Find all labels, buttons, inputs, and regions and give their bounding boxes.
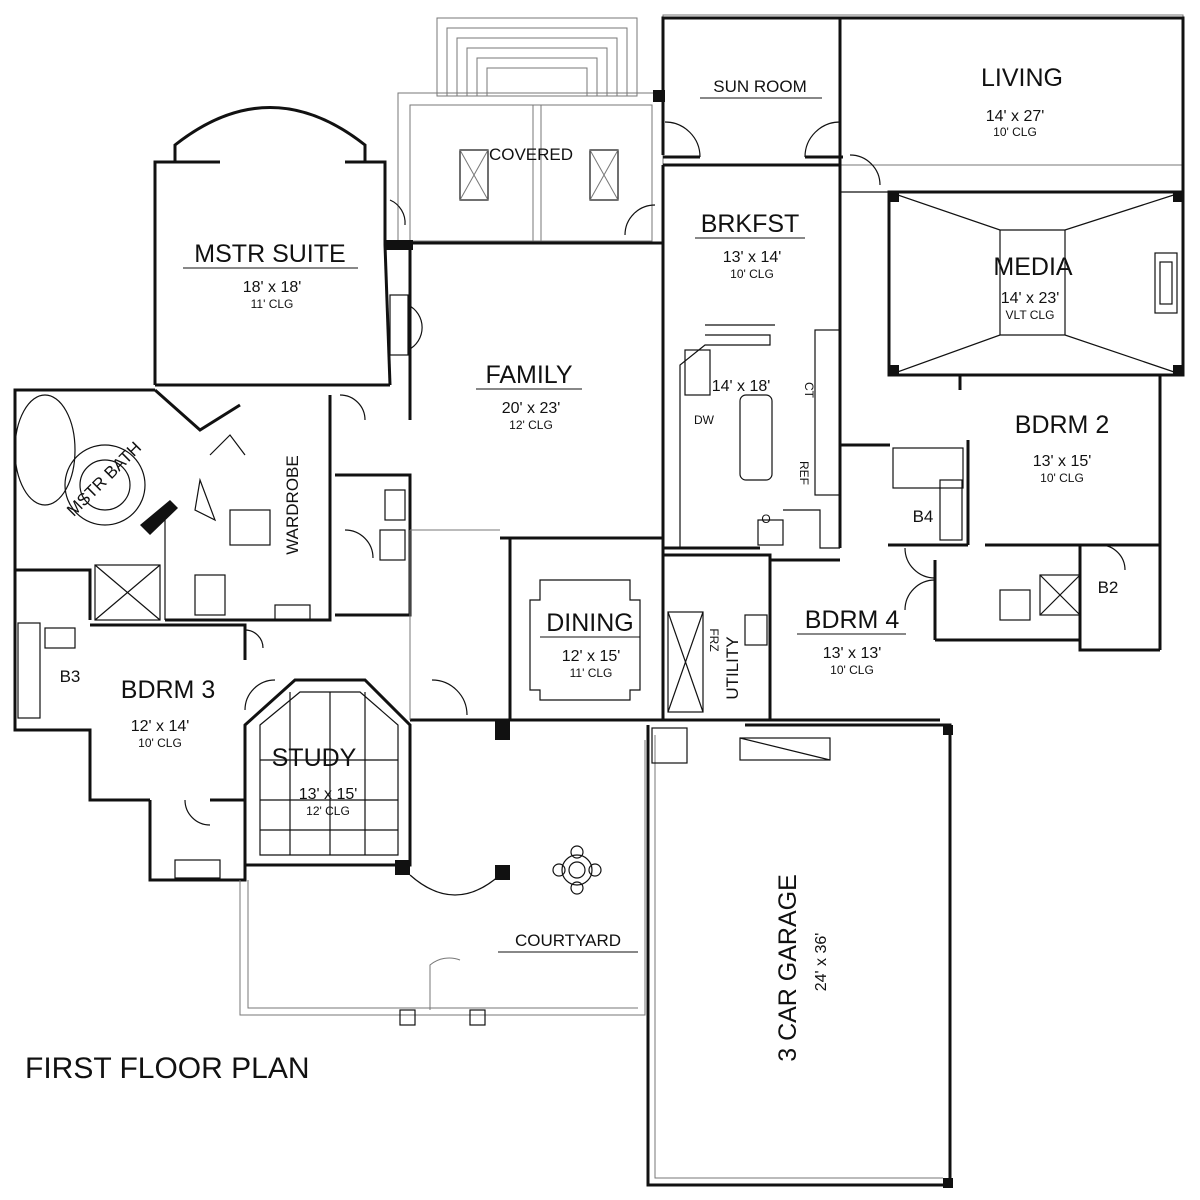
- mstr-suite-size: 18' x 18': [243, 279, 302, 296]
- bdrm3-walls: [13, 620, 264, 882]
- wardrobe-label: WARDROBE: [283, 455, 302, 555]
- media-size: 14' x 23': [1001, 290, 1060, 307]
- living-size: 14' x 27': [986, 108, 1045, 125]
- family-label: FAMILY: [485, 361, 572, 389]
- family-walls: [389, 165, 665, 548]
- master-suite-walls: [153, 106, 423, 387]
- utility-walls: [663, 553, 772, 722]
- garage-size: 24' x 36': [813, 933, 830, 992]
- kitchen-size: 14' x 18': [712, 378, 771, 395]
- wardrobe-walls: [164, 395, 332, 622]
- bdrm2-clg: 10' CLG: [1040, 471, 1084, 485]
- frz-label: FRZ: [707, 628, 721, 651]
- brkfst-size: 13' x 14': [723, 249, 782, 266]
- courtyard-label: COURTYARD: [515, 931, 621, 950]
- dining-size: 12' x 15': [562, 648, 621, 665]
- dw-label: DW: [694, 413, 715, 427]
- dining-label: DINING: [546, 609, 634, 637]
- bdrm4-label: BDRM 4: [805, 606, 900, 634]
- mstr-suite-clg: 11' CLG: [251, 297, 294, 311]
- living-label: LIVING: [981, 64, 1063, 92]
- media-clg: VLT CLG: [1006, 308, 1055, 322]
- study-clg: 12' CLG: [306, 804, 350, 818]
- plan-title: FIRST FLOOR PLAN: [25, 1052, 310, 1085]
- ct-label: CT: [802, 382, 816, 399]
- hall-bath-walls: [335, 394, 412, 617]
- sun-room-label: SUN ROOM: [713, 77, 807, 96]
- bdrm4-walls: [768, 558, 1080, 722]
- covered-label: COVERED: [489, 145, 573, 164]
- labels: SUN ROOM LIVING 14' x 27' 10' CLG COVERE…: [25, 64, 1118, 1085]
- family-size: 20' x 23': [502, 400, 561, 417]
- ref-label: REF: [797, 461, 811, 485]
- kitchen-walls: [663, 163, 842, 550]
- study-label: STUDY: [272, 744, 357, 772]
- oven-label: O: [761, 512, 770, 526]
- b4-label: B4: [913, 507, 934, 526]
- living-clg: 10' CLG: [993, 125, 1037, 139]
- dining-walls: [500, 536, 665, 722]
- bdrm2-label: BDRM 2: [1015, 411, 1109, 439]
- master-bath-walls: [13, 388, 246, 621]
- bdrm2-size: 13' x 15': [1033, 453, 1092, 470]
- courtyard: [239, 740, 646, 1026]
- garage-walls: [646, 723, 953, 1188]
- bdrm3-clg: 10' CLG: [138, 736, 182, 750]
- foyer: [409, 529, 510, 896]
- mstr-suite-label: MSTR SUITE: [194, 240, 345, 268]
- dining-clg: 11' CLG: [570, 666, 613, 680]
- media-walls: [887, 190, 1185, 377]
- b3-label: B3: [60, 667, 81, 686]
- bdrm4-clg: 10' CLG: [830, 663, 874, 677]
- bdrm2-walls: [840, 373, 1162, 652]
- utility-label: UTILITY: [723, 636, 742, 699]
- bdrm4-size: 13' x 13': [823, 645, 882, 662]
- porch-steps: [436, 17, 638, 97]
- study-walls: [243, 678, 412, 875]
- brkfst-clg: 10' CLG: [730, 267, 774, 281]
- media-label: MEDIA: [993, 253, 1073, 281]
- b2-label: B2: [1098, 578, 1119, 597]
- brkfst-label: BRKFST: [701, 210, 800, 238]
- covered-porch: [397, 90, 665, 244]
- garage-label: 3 CAR GARAGE: [774, 874, 802, 1062]
- study-size: 13' x 15': [299, 786, 358, 803]
- bdrm3-size: 12' x 14': [131, 718, 190, 735]
- bdrm3-label: BDRM 3: [121, 676, 215, 704]
- family-clg: 12' CLG: [509, 418, 553, 432]
